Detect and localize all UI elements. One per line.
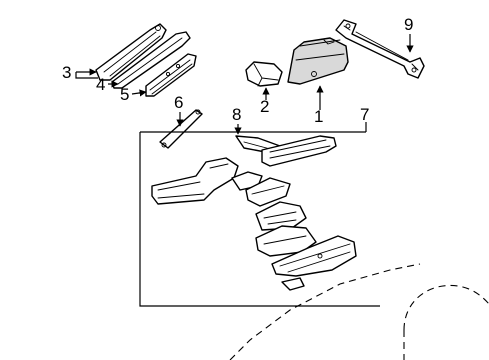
callout-9: 9 bbox=[404, 15, 413, 34]
part-6-brace bbox=[159, 109, 203, 149]
part-9-strut-bar bbox=[335, 19, 425, 79]
fender-outline bbox=[229, 263, 489, 360]
part-4-upper-rail bbox=[111, 31, 191, 89]
callout-1: 1 bbox=[314, 107, 323, 126]
callout-5: 5 bbox=[120, 85, 129, 104]
callout-3: 3 bbox=[62, 63, 71, 82]
part-3-upper-rail bbox=[95, 23, 167, 81]
part-7-frame bbox=[139, 131, 380, 307]
callout-4: 4 bbox=[96, 75, 105, 94]
callout-2: 2 bbox=[260, 97, 269, 116]
callout-6: 6 bbox=[174, 93, 183, 112]
part-1-shield bbox=[287, 37, 349, 85]
part-2-bracket bbox=[245, 61, 283, 87]
leader-lines bbox=[75, 34, 414, 135]
part-7-apron-assembly bbox=[151, 135, 357, 291]
callout-7: 7 bbox=[360, 105, 369, 124]
callout-8: 8 bbox=[232, 105, 241, 124]
